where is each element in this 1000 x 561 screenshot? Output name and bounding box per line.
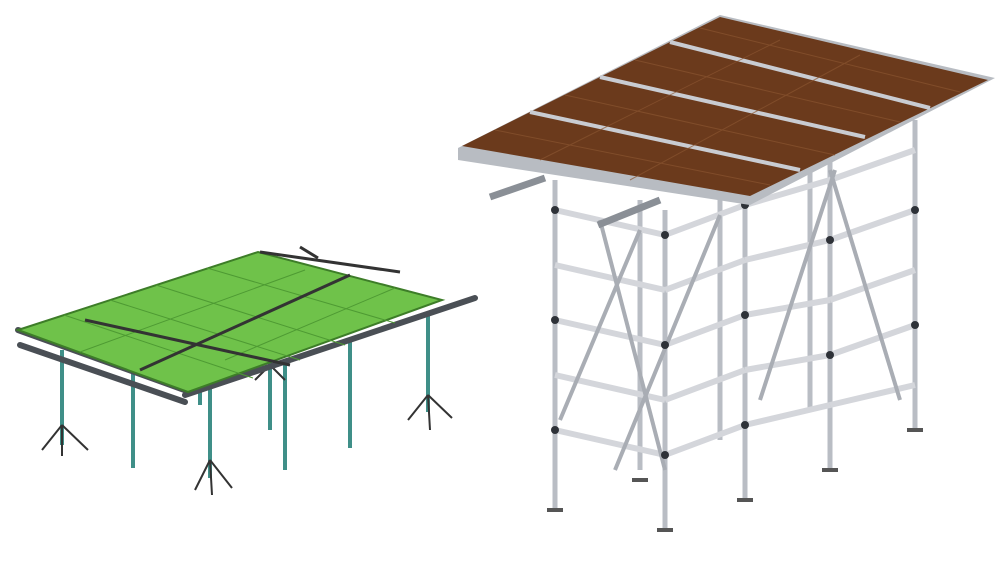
deck-grain	[494, 27, 961, 186]
horizontal-tubes	[554, 147, 916, 458]
vertical-tubes	[552, 120, 918, 530]
deck-joints	[529, 40, 931, 172]
tripods	[41, 364, 453, 496]
deck-beams	[488, 174, 662, 229]
green-deck	[14, 250, 446, 394]
deck-grid	[63, 267, 396, 379]
table-formwork-model	[14, 245, 478, 496]
deck-joints	[84, 245, 401, 372]
base-plates	[547, 428, 923, 532]
scaffold-tower-model	[458, 15, 995, 532]
